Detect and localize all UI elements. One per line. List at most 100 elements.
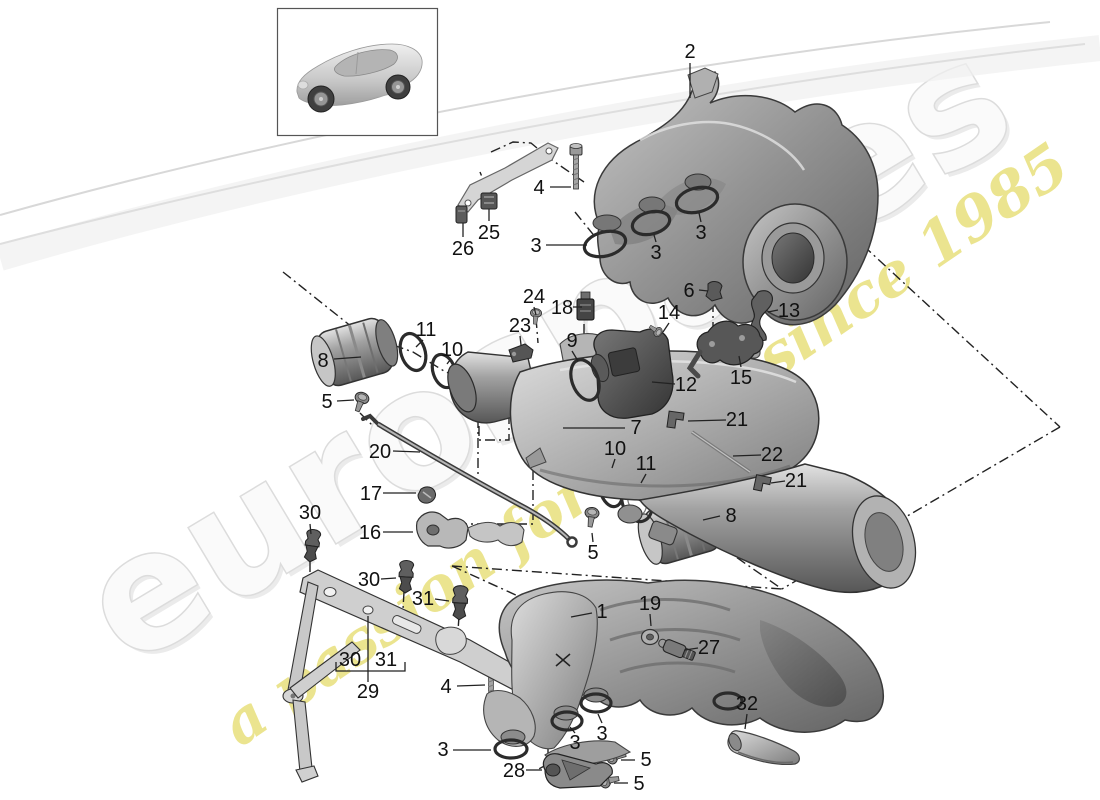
callout-leader-8: [702, 515, 721, 521]
part-21-elbow-connector: [752, 474, 772, 492]
part-callout-30: 30: [339, 649, 361, 671]
o-ring: [582, 229, 628, 259]
part-11-o-ring: [398, 331, 428, 373]
vehicle-thumbnail: [276, 7, 439, 137]
part-32-hose-sleeve: [727, 730, 800, 766]
part-callout-9: 9: [566, 330, 577, 352]
callout-leader-5: [336, 399, 355, 402]
group-callout-bracket: [335, 662, 406, 672]
part-callout-21: 21: [726, 409, 748, 431]
callout-leader-3: [653, 234, 657, 243]
part-callout-3: 3: [437, 739, 448, 761]
callout-leader-14: [662, 322, 670, 333]
part-callout-5: 5: [587, 542, 598, 564]
o-ring: [712, 691, 744, 711]
part-callout-4: 4: [440, 676, 451, 698]
part-callout-25: 25: [478, 222, 500, 244]
o-ring: [550, 710, 584, 732]
part-22-pipe: [691, 430, 751, 474]
part-18-sensor: [576, 291, 595, 321]
callout-leader-30: [309, 523, 312, 535]
part-callout-31: 31: [375, 649, 397, 671]
callout-leader-21: [687, 419, 727, 422]
callout-leader-1: [570, 612, 593, 618]
callout-leader-13: [767, 309, 779, 313]
callout-leader-11: [415, 339, 424, 348]
callout-leader-3: [597, 713, 603, 724]
part-15-cable-bracket: [686, 320, 764, 379]
part-callout-15: 15: [730, 367, 752, 389]
callout-leader-5: [591, 532, 594, 543]
callout-leader-11: [640, 473, 647, 484]
o-ring: [493, 738, 529, 760]
part-callout-26: 26: [452, 238, 474, 260]
part-callout-3: 3: [596, 723, 607, 745]
part-4-bolt: [569, 143, 583, 190]
part-callout-31: 31: [412, 588, 434, 610]
part-16-bracket: [415, 511, 525, 549]
callout-leader-8: [333, 356, 362, 360]
part-callout-6: 6: [683, 280, 694, 302]
part-callout-28: 28: [503, 760, 525, 782]
callout-leader-19: [649, 613, 652, 627]
part-12-air-guide: [590, 328, 674, 419]
part-callout-11: 11: [636, 453, 657, 475]
part-callout-7: 7: [630, 417, 641, 439]
callout-leader-12: [651, 381, 676, 385]
part-callout-30: 30: [299, 502, 321, 524]
part-3-o-rings-top: [582, 185, 720, 259]
part-21-elbow-connector: [666, 410, 685, 429]
part-callout-29: 29: [357, 681, 379, 703]
part-callout-1: 1: [596, 601, 607, 623]
callout-leader-21: [770, 480, 786, 484]
part-callout-22: 22: [761, 444, 783, 466]
part-callout-27: 27: [698, 637, 720, 659]
part-callout-4: 4: [533, 177, 544, 199]
part-callout-10: 10: [441, 339, 463, 361]
parts-artwork: [282, 67, 917, 790]
part-31-push-pin: [451, 584, 469, 621]
part-2-intake-manifold-upper: [592, 67, 879, 326]
callout-leader-4: [456, 684, 486, 687]
part-callout-8: 8: [317, 350, 328, 372]
part-callout-17: 17: [360, 483, 382, 505]
part-23-sensor: [508, 343, 534, 363]
headlight: [297, 80, 309, 90]
callout-leader-3: [698, 212, 702, 223]
callout-leader-6: [698, 289, 709, 292]
part-19-grommet: [640, 628, 660, 646]
part-25-clip: [480, 192, 498, 210]
part-callout-3: 3: [530, 235, 541, 257]
callout-leader-3: [569, 726, 576, 734]
callout-leader-23: [519, 335, 522, 346]
part-6-clip: [705, 281, 723, 302]
part-26-clip: [455, 205, 468, 224]
part-callout-32: 32: [736, 693, 758, 715]
callout-leader-32: [744, 713, 748, 730]
part-callout-2: 2: [684, 41, 695, 63]
part-callout-5: 5: [640, 749, 651, 771]
part-callout-21: 21: [785, 470, 807, 492]
part-17-clip: [417, 486, 436, 504]
part-callout-20: 20: [369, 441, 391, 463]
part-callout-18: 18: [551, 297, 573, 319]
swoosh-lines: [0, 21, 1100, 271]
part-callout-24: 24: [523, 286, 545, 308]
callout-leader-9: [571, 350, 579, 362]
callout-leader-15: [738, 355, 742, 368]
callout-leader-31: [434, 598, 450, 602]
part-20-support-rod: [361, 413, 578, 548]
part-callout-23: 23: [509, 315, 531, 337]
o-ring: [579, 692, 613, 714]
part-callout-19: 19: [639, 593, 661, 615]
part-27-sensor: [658, 638, 696, 661]
callout-leader-22: [732, 454, 762, 457]
part-callout-13: 13: [778, 300, 800, 322]
o-ring: [630, 209, 672, 237]
part-callout-10: 10: [604, 438, 626, 460]
part-callout-11: 11: [416, 319, 437, 341]
callout-leader-30: [380, 577, 397, 580]
